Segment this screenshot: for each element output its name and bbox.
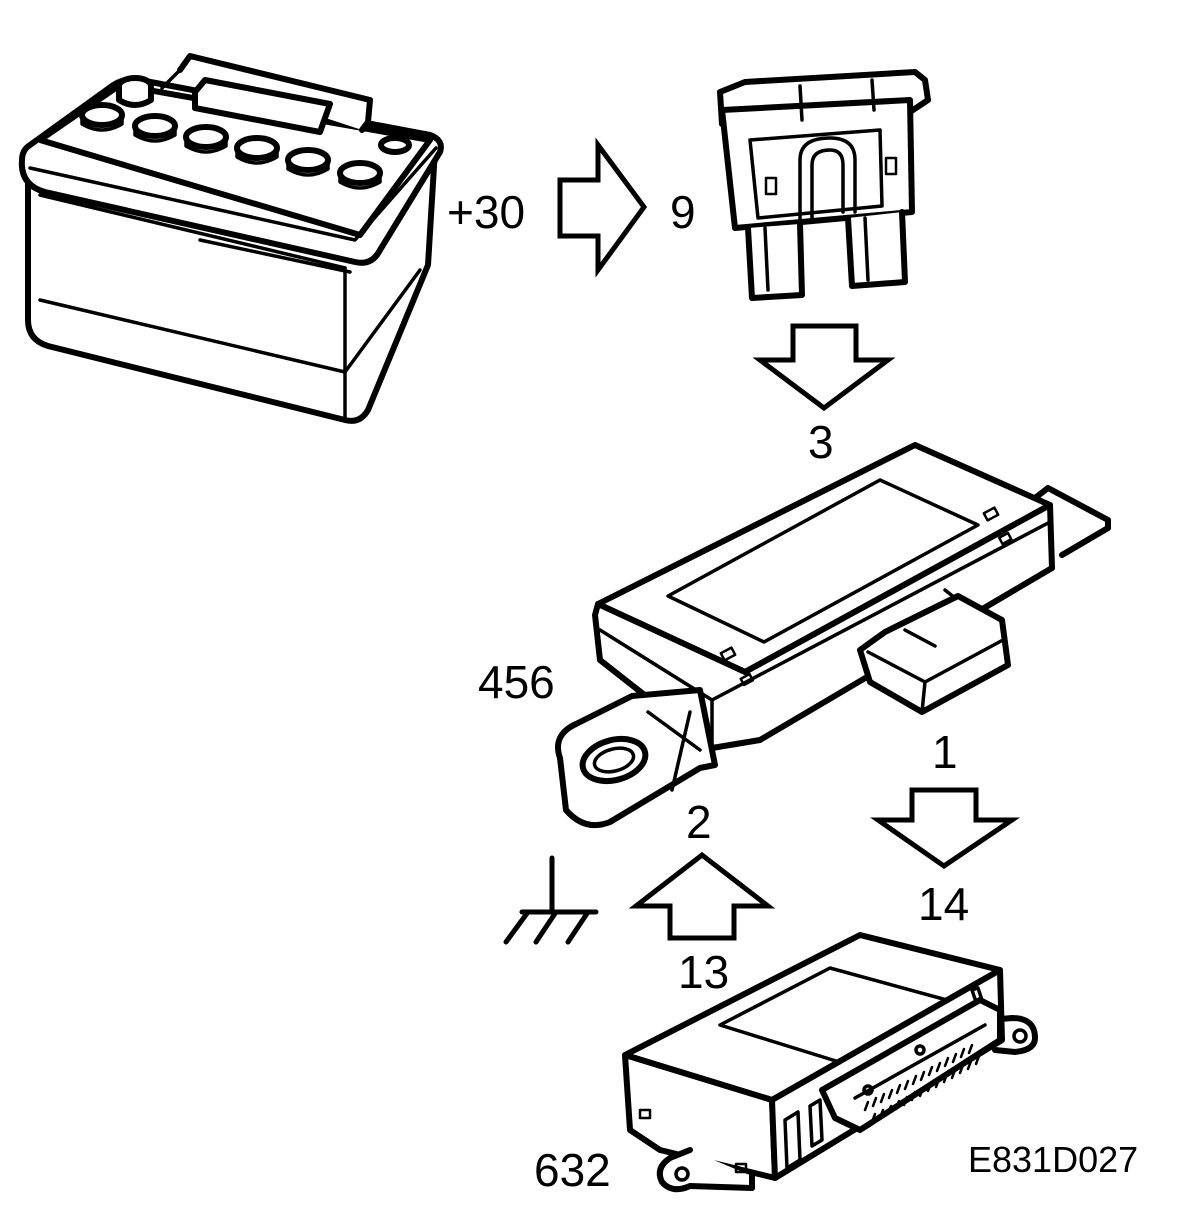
fuse-number-label: 9: [670, 186, 696, 238]
module-pin-ground-label: 2: [686, 796, 712, 848]
battery-terminal-label: +30: [447, 186, 525, 238]
module-icon: [555, 442, 1111, 828]
fuse-icon: [717, 69, 931, 301]
arrow-right-icon: [557, 137, 648, 278]
ecu-number-label: 632: [534, 1144, 611, 1196]
ecu-icon: [622, 932, 1038, 1193]
ecu-pins: [863, 1043, 981, 1124]
module-number-label: 456: [478, 656, 555, 708]
arrow-down-icon: [752, 323, 896, 412]
module-pin-out-label: 1: [932, 726, 958, 778]
arrow-down-icon: [870, 787, 1021, 870]
figure-code-label: E831D027: [968, 1139, 1138, 1180]
battery-cell-caps: [79, 102, 383, 190]
ecu-pin-in-label: 14: [918, 878, 969, 930]
ecu-pin-ground-label: 13: [678, 946, 729, 998]
arrow-up-icon: [628, 851, 776, 941]
battery-icon: [18, 53, 444, 424]
ground-symbol-icon: [503, 855, 599, 945]
module-pin-in-label: 3: [808, 416, 834, 468]
